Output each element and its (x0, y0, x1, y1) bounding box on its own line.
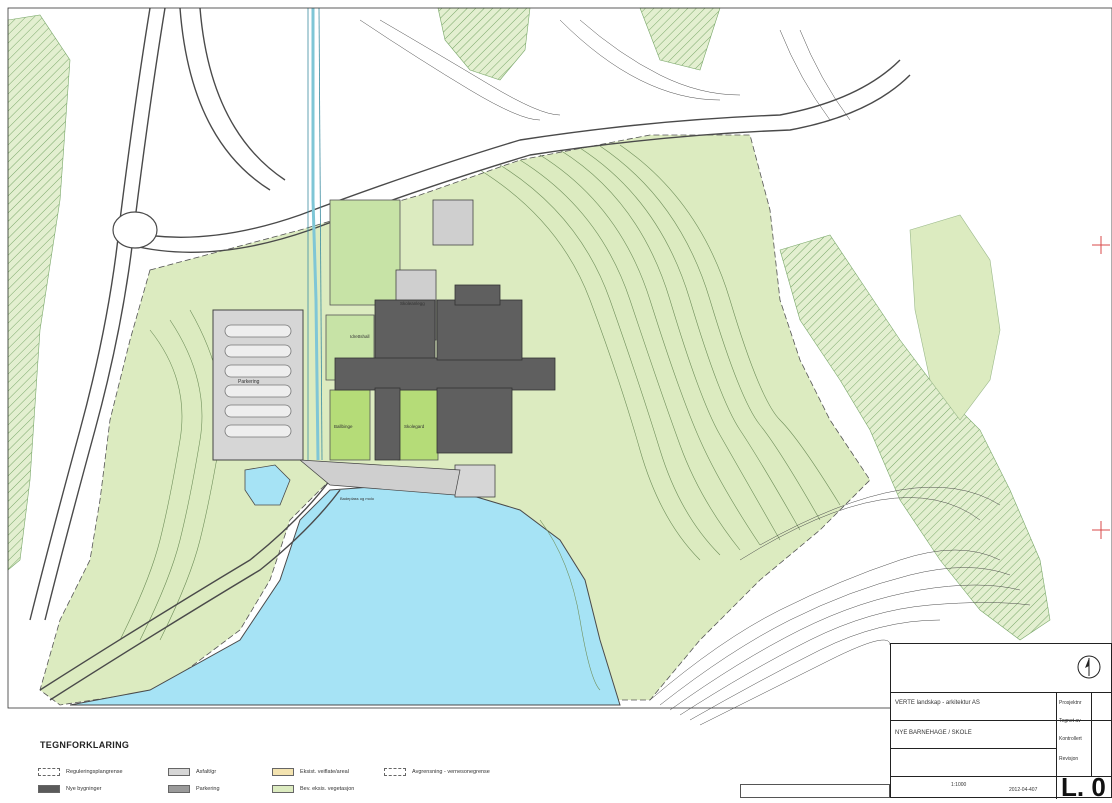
legend-item-new-buildings: Nye bygninger (38, 785, 101, 793)
legend-swatch (168, 768, 190, 776)
title-block: VERTE landskap - arkitektur AS NYE BARNE… (890, 643, 1112, 802)
north-arrow-icon (1077, 655, 1101, 679)
legend-label: Parkering (196, 786, 220, 792)
roundabout (112, 211, 158, 249)
legend-item-parking: Parkering (168, 785, 220, 793)
field-b-label: Skolegard (404, 424, 425, 429)
contour-lines (119, 144, 841, 691)
legend-item-asphalt: Asfalt/gr (168, 768, 216, 776)
shore-facility (454, 464, 496, 498)
row-revision: Revisjon (1059, 756, 1079, 762)
legend-label: Nye bygninger (66, 786, 102, 792)
parking-rows (224, 324, 292, 438)
legend-swatch (272, 785, 294, 793)
map-frame (7, 7, 1112, 709)
shore-label: Badeplass og molo (340, 496, 375, 501)
legend-label: Bev. eksis. vegetasjon (300, 786, 355, 792)
building-north-label: Skoleanlegg (400, 301, 425, 306)
building-main (334, 284, 556, 461)
legend-item-plan-boundary: Reguleringsplangrense (38, 768, 123, 776)
row-drawn-by: Tegnet av (1059, 718, 1081, 724)
protected-zone-far-east (909, 214, 1001, 421)
date-value: 2012-04-407 (1009, 787, 1038, 793)
building-north-east-light (432, 199, 474, 246)
legend-swatch (38, 785, 60, 793)
stream-bank-east (318, 7, 323, 461)
legend-label: Asfalt/gr (196, 769, 217, 775)
field-a (329, 389, 371, 461)
survey-cross-marks (1092, 236, 1110, 539)
row-checked: Kontrollert (1059, 736, 1082, 742)
legend-swatch (272, 768, 294, 776)
project-name: NYE BARNEHAGE / SKOLE (895, 730, 972, 736)
legend-label: Avgrensning - vernesonegrense (412, 769, 490, 775)
parking-label: Parkering (238, 379, 260, 385)
shore-path (298, 459, 461, 496)
legend-label: Eksist. veiflate/areal (300, 769, 349, 775)
legend-item-existing-road: Eksist. veiflate/areal (272, 768, 349, 776)
row-project-no: Prosjektnr (1059, 700, 1082, 706)
protected-zone-west (7, 14, 71, 571)
scale-value: 1:1000 (951, 782, 967, 788)
building-a-label: Idrettshall (350, 334, 370, 339)
stream (311, 8, 320, 461)
contour-lines-outside (359, 19, 1031, 726)
legend-item-existing-vegetation: Bev. eksis. vegetasjon (272, 785, 354, 793)
drawing-number: L. 0 (1061, 772, 1106, 802)
protected-zone-east (779, 234, 1051, 641)
legend-title: TEGNFORKLARING (40, 740, 130, 750)
firm-name: VERTE landskap - arkitektur AS (895, 700, 980, 706)
legend-label: Reguleringsplangrense (66, 769, 123, 775)
field-a-label: Ballbinge (334, 424, 353, 429)
legend-swatch (168, 785, 190, 793)
protected-zone-north-east (639, 7, 721, 71)
legend-swatch (38, 768, 60, 776)
revision-table (740, 784, 890, 798)
field-b (397, 389, 439, 461)
pond (244, 464, 291, 506)
legend-swatch (384, 768, 406, 776)
field-north (329, 199, 401, 306)
roads (29, 7, 911, 701)
legend-item-protection-boundary: Avgrensning - vernesonegrense (384, 768, 490, 776)
protected-zone-north (437, 7, 531, 81)
